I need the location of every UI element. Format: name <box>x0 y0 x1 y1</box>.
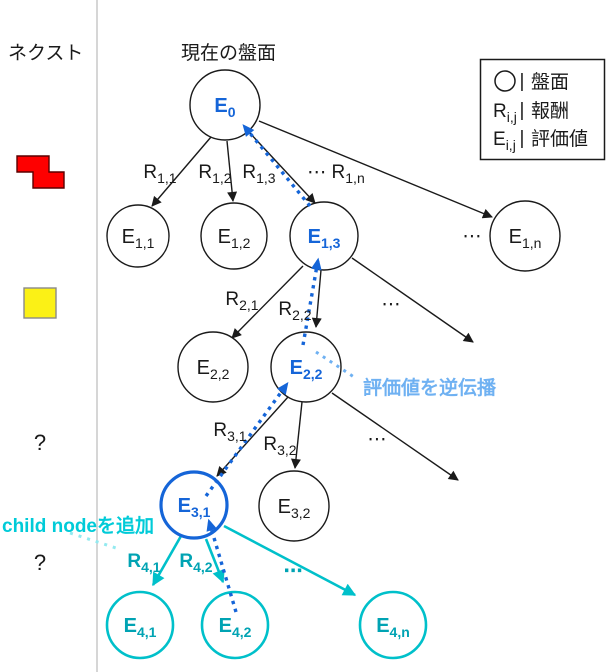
legend-row-1: Ri,j| 報酬 <box>493 100 569 125</box>
legend-separator: | <box>520 71 525 92</box>
label-R-i,j: Ri,j <box>493 101 517 125</box>
node-circle-E1-n <box>489 200 561 272</box>
ellipsis: ⋯ <box>463 226 482 247</box>
label-E-0: E0 <box>214 95 235 120</box>
label-R-4,2: R4,2 <box>179 551 212 575</box>
edge-E0-E1,3 <box>247 130 316 204</box>
node-circle-E4-2 <box>200 590 270 660</box>
edge-E1,3-E2,2 <box>311 269 322 328</box>
edge-E3,1-E4,n <box>223 524 357 597</box>
ellipsis: ⋯ <box>284 561 303 582</box>
legend-row-0: | 盤面 <box>494 70 569 93</box>
node-circle-E0 <box>189 69 261 141</box>
label-R-1,3: R1,3 <box>242 162 275 186</box>
node-E2-2: E2,2 <box>270 331 342 403</box>
label-R-3,2: R3,2 <box>263 434 296 458</box>
label-R-1,1: R1,1 <box>143 162 176 186</box>
node-circle-E4-n <box>358 590 428 660</box>
node-E4-1: E4,1 <box>105 590 175 660</box>
node-E1-n: E1,n <box>489 200 561 272</box>
unknown-piece-1: ? <box>34 430 46 455</box>
legend-label: 報酬 <box>531 100 569 122</box>
legend-separator: | <box>520 100 525 121</box>
edge-E1,3-E2,2L <box>231 265 304 339</box>
label-R-2,1: R2,1 <box>225 289 258 313</box>
label-R-3,1: R3,1 <box>213 420 246 444</box>
legend-row-2: Ei,j| 評価値 <box>493 128 588 153</box>
unknown-piece-2: ? <box>34 550 46 575</box>
tetromino-z-piece <box>16 155 65 189</box>
node-circle-E4-1 <box>105 590 175 660</box>
page-title: 現在の盤面 <box>181 42 276 64</box>
node-circle-E2-2L <box>177 331 249 403</box>
backprop-arrow-E2,2-E1,3 <box>301 257 322 346</box>
node-circle-E2-2 <box>270 331 342 403</box>
label-E-3,1: E3,1 <box>178 495 211 520</box>
node-circle-E1-1 <box>106 204 170 268</box>
edge-E2,2-more <box>331 392 459 481</box>
backprop-arrow-E1,3-E0 <box>242 124 312 208</box>
legend-label: 盤面 <box>531 71 569 93</box>
node-E2-2L: E2,2 <box>177 331 249 403</box>
label-E-4,1: E4,1 <box>124 615 157 640</box>
label-E-1,2: E1,2 <box>218 226 251 251</box>
node-circle-E1-3 <box>289 201 359 271</box>
edge-E3,1-E4,2 <box>204 538 225 584</box>
node-E1-1: E1,1 <box>106 204 170 268</box>
backprop-annotation: 評価値を逆伝播 <box>363 376 497 399</box>
label-R-2,2: R2,2 <box>278 299 311 323</box>
node-E1-3: E1,3 <box>289 201 359 271</box>
node-E4-n: E4,n <box>358 590 428 660</box>
edges-layer <box>151 120 493 597</box>
label-E-3,2: E3,2 <box>278 496 311 521</box>
node-E0: E0 <box>189 69 261 141</box>
board-circle-icon <box>494 70 516 92</box>
edge-E1,3-more <box>351 257 474 343</box>
tetromino-o-piece <box>23 287 57 319</box>
label-E-1,3: E1,3 <box>308 226 341 251</box>
ellipsis: ⋯ <box>368 429 387 450</box>
label-E-4,n: E4,n <box>376 615 410 640</box>
label-R-4,1: R4,1 <box>127 551 160 575</box>
node-circle-E1-2 <box>200 202 268 270</box>
node-E4-2: E4,2 <box>200 590 270 660</box>
label-E-2,2: E2,2 <box>197 357 230 382</box>
edge-E0-E1,1 <box>151 136 212 207</box>
label-E-i,j: Ei,j <box>493 129 516 153</box>
edge-E0-E1,n <box>258 120 493 219</box>
legend-label: 評価値 <box>531 128 588 150</box>
sidebar-title: ネクスト <box>8 42 83 64</box>
node-E1-2: E1,2 <box>200 202 268 270</box>
edge-E2,2-E3,2 <box>290 401 303 469</box>
ellipsis: ⋯ <box>382 294 401 315</box>
label-E-1,n: E1,n <box>509 226 542 251</box>
backprop-layer <box>69 124 358 613</box>
label-R-1,n: ⋯ R1,n <box>307 162 364 186</box>
edge-E0-E1,2 <box>226 140 238 202</box>
label-R-1,2: R1,2 <box>198 162 231 186</box>
label-E-4,2: E4,2 <box>219 615 252 640</box>
label-E-1,1: E1,1 <box>122 226 155 251</box>
backprop-arrow-E3,1-E2,2 <box>204 382 289 497</box>
label-E-2,2: E2,2 <box>290 357 323 382</box>
edge-E3,1-E4,1 <box>151 535 183 587</box>
node-circle-E3-2 <box>258 470 330 542</box>
node-E3-2: E3,2 <box>258 470 330 542</box>
edge-E2,2-E3,1 <box>216 396 289 477</box>
legend-separator: | <box>520 128 525 149</box>
add-child-annotation: child nodeを追加 <box>2 514 154 537</box>
